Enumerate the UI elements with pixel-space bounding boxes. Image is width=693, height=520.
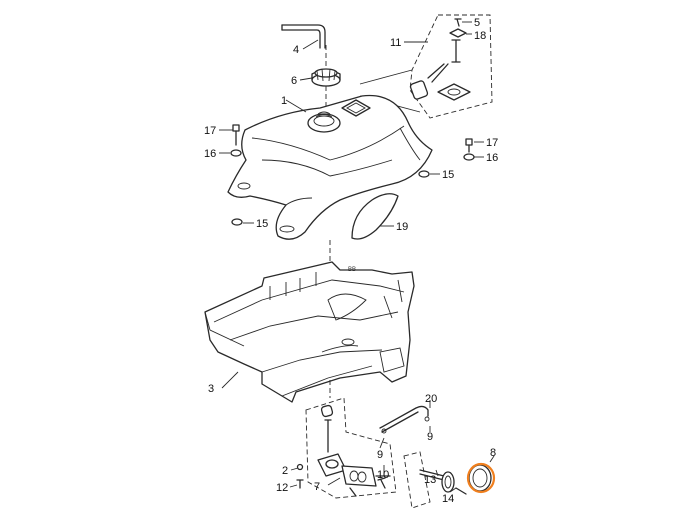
callout-19: 19: [396, 221, 408, 233]
part-11-sender-group: [409, 14, 493, 119]
part-6-fuel-cap: [311, 68, 341, 87]
bolt-left: [230, 124, 242, 157]
part-12-screw: [296, 479, 304, 489]
part-8-knob-highlighted: [466, 462, 496, 494]
callout-9-right: 9: [427, 431, 433, 443]
callout-16-right: 16: [486, 152, 498, 164]
callout-3: 3: [208, 383, 214, 395]
part-2-washer: [296, 463, 304, 471]
callout-13: 13: [424, 474, 436, 486]
callout-18: 18: [474, 30, 486, 42]
part-13-lever: [403, 451, 467, 509]
part-19-pad: [351, 193, 399, 240]
callout-16-left: 16: [204, 148, 216, 160]
callout-7: 7: [314, 481, 320, 493]
washer-right: [418, 170, 430, 178]
callout-4: 4: [293, 44, 299, 56]
callout-2: 2: [282, 465, 288, 477]
callout-8: 8: [490, 447, 496, 459]
leader-lines: [219, 21, 495, 493]
callout-11: 11: [390, 37, 401, 49]
callout-20: 20: [425, 393, 437, 405]
callout-10: 10: [377, 469, 389, 481]
callout-17-right: 17: [486, 137, 498, 149]
callout-12: 12: [276, 482, 288, 494]
part-20-fuel-hose: [379, 405, 430, 434]
part-10-screw: [377, 477, 386, 489]
part-7-fuel-cock-group: [305, 397, 397, 499]
callout-labels: 4 6 1 11 5 18 17 16 17 16 15 15 19 3 20 …: [204, 17, 498, 505]
bolt-right: [463, 138, 475, 161]
washer-left: [231, 218, 243, 226]
callout-9-left: 9: [377, 449, 383, 461]
callout-15-right: 15: [442, 169, 454, 181]
callout-14: 14: [442, 493, 454, 505]
callout-17-left: 17: [204, 125, 216, 137]
part-3-frame: [204, 261, 415, 403]
callout-6: 6: [291, 75, 297, 87]
callout-1: 1: [281, 95, 287, 107]
part-1-fuel-tank: [227, 94, 433, 240]
frame-mark: BB: [348, 267, 356, 273]
callout-5: 5: [474, 17, 480, 29]
part-4-vent-hose: [281, 24, 326, 49]
callout-15-left: 15: [256, 218, 268, 230]
